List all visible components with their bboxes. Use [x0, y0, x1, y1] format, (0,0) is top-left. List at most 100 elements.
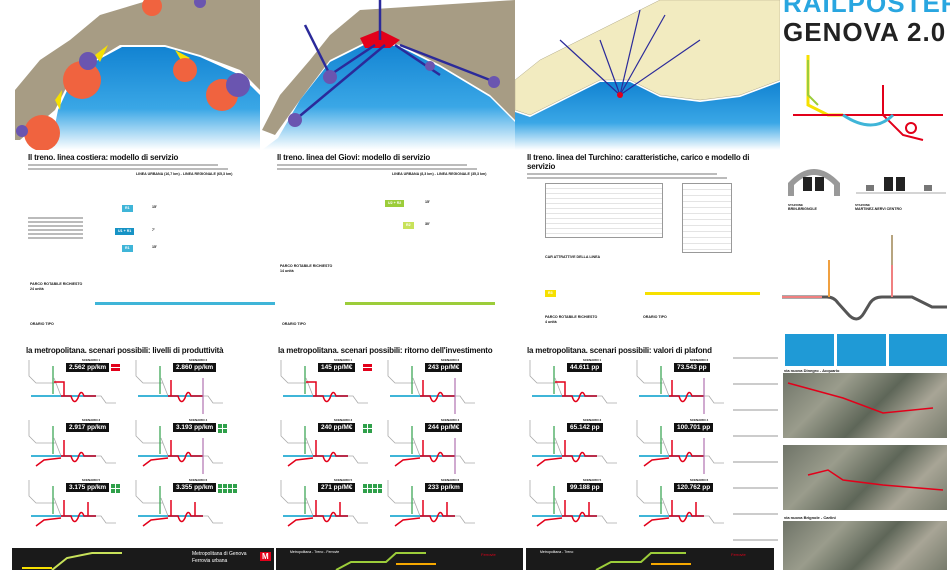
scenario-panel: SCENARIO 3 240 pp/M€ [278, 418, 393, 476]
turchino-line [645, 292, 760, 295]
scenario-label: SCENARIO 1 [582, 358, 602, 362]
scenario-label: SCENARIO 5 [81, 478, 101, 482]
scenario-panel: SCENARIO 6 3.355 pp/km [133, 478, 248, 536]
scenario-section-title: la metropolitana. scenari possibili: val… [527, 346, 712, 355]
scenario-panel: SCENARIO 1 44.611 pp [527, 358, 642, 416]
scenario-panel: SCENARIO 6 120.762 pp [634, 478, 749, 536]
network-diagram [793, 55, 943, 141]
timetable-label: ORARIO TIPO [643, 315, 667, 319]
section-title: Il treno. linea del Giovi: modello di se… [277, 153, 431, 162]
scenario-network-map [280, 480, 368, 527]
badge-square [363, 424, 367, 428]
badge-square [116, 489, 120, 493]
scenario-network-map [636, 480, 724, 527]
scenario-label: SCENARIO 6 [689, 478, 709, 482]
scenario-value: 99.188 pp [567, 483, 603, 492]
scenario-label: SCENARIO 1 [333, 358, 353, 362]
ferrovie-logo: Ferrovie [481, 552, 496, 557]
scenario-label: SCENARIO 5 [582, 478, 602, 482]
traffic-light-icon [785, 334, 834, 366]
scenario-value: 44.611 pp [567, 363, 603, 372]
scenario-value: 240 pp/M€ [318, 423, 356, 432]
section-title: Il treno. linea del Turchino: caratteris… [527, 153, 750, 171]
badge-square [223, 489, 227, 493]
scenario-label: SCENARIO 6 [440, 478, 460, 482]
fleet-label: PARCO ROTABILE RICHIESTO [545, 315, 598, 319]
scenario-label: SCENARIO 4 [440, 418, 460, 422]
service-giovi: Il treno. linea del Giovi: modello di se… [277, 153, 517, 177]
aerial-photo [783, 521, 947, 570]
scenario-label: SCENARIO 3 [333, 418, 353, 422]
scenario-network-map [529, 420, 617, 467]
scenario-value: 73.543 pp [674, 363, 710, 372]
scenario-value: 3.175 pp/km [66, 483, 110, 492]
province-map [514, 0, 780, 150]
badge-square [223, 424, 227, 428]
badge-square [368, 484, 372, 488]
giovi-line [345, 302, 495, 305]
timetable-label: ORARIO TIPO [30, 322, 54, 326]
negative-badge [363, 364, 372, 371]
scenario-network-map [529, 480, 617, 527]
timetable-label: ORARIO TIPO [282, 322, 306, 326]
scenario-label: SCENARIO 2 [188, 358, 208, 362]
service-turchino: Il treno. linea del Turchino: caratteris… [527, 153, 777, 181]
positive-badge [363, 424, 372, 433]
scenario-section-title: la metropolitana. scenari possibili: rit… [278, 346, 493, 355]
scenario-network-map [280, 360, 368, 404]
station-name: MARTINEZ-NERVI CENTRO [855, 207, 902, 211]
scenario-value: 3.355 pp/km [173, 483, 217, 492]
scenario-panel: SCENARIO 4 244 pp/M€ [385, 418, 500, 476]
aerial-photo [783, 445, 947, 510]
scenario-panel: SCENARIO 1 145 pp/M€ [278, 358, 393, 416]
badge-square [228, 484, 232, 488]
poster-title: GENOVA 2.0 [783, 17, 947, 47]
badge-r1: R1 [122, 205, 133, 212]
scenario-value: 2.860 pp/km [173, 363, 217, 372]
scenario-value: 3.193 pp/km [173, 423, 217, 432]
scenario-panel: SCENARIO 4 3.193 pp/km [133, 418, 248, 476]
scenario-label: SCENARIO 4 [188, 418, 208, 422]
badge-u1r1: U1 + R1 [115, 228, 135, 235]
badge-u2r2: U2 + R2 [385, 200, 405, 207]
badge-square [218, 429, 222, 433]
traffic-scenarios [785, 334, 947, 366]
badge-square [233, 489, 237, 493]
scenario-network-map [636, 420, 724, 474]
scenario-label: SCENARIO 1 [81, 358, 101, 362]
scenario-label: SCENARIO 5 [333, 478, 353, 482]
fleet-label: PARCO ROTABILE RICHIESTO [30, 282, 83, 286]
positive-badge [111, 484, 120, 493]
scenario-panel: SCENARIO 3 2.917 pp/km [26, 418, 141, 476]
badge-square [218, 489, 222, 493]
banner-title: Metropolitana - Treno - Ferrovie [290, 550, 340, 554]
top-maps [15, 0, 780, 150]
ferrovie-logo: Ferrovie [731, 552, 746, 557]
scenario-network-map [387, 360, 475, 414]
station-label: STAZIONE [855, 203, 870, 207]
scenario-network-map [28, 420, 116, 467]
scenario-network-map [280, 420, 368, 467]
section-title: Il treno. linea costiera: modello di ser… [28, 153, 179, 162]
flows-map [262, 0, 515, 150]
line-label: LINEA URBANA (16,7 km) - LINEA REGIONALE… [136, 172, 233, 176]
scenario-section-title: la metropolitana. scenari possibili: liv… [26, 346, 224, 355]
interval: 15' [152, 205, 157, 209]
population-map [15, 0, 260, 150]
scenario-value: 244 pp/M€ [425, 423, 463, 432]
metro-logo: M [260, 552, 271, 561]
banner-metro-treno-ferrovie: Metropolitana - Treno - Ferrovie Ferrovi… [276, 548, 523, 570]
scenario-value: 271 pp/M€ [318, 483, 356, 492]
fleet-value: 4 unità [545, 320, 557, 324]
badge-r2: R2 [403, 222, 414, 229]
scenario-value: 65.142 pp [567, 423, 603, 432]
scenario-value: 2.917 pp/km [66, 423, 110, 432]
tunnel-section-icons [788, 169, 946, 196]
badge-square [111, 484, 115, 488]
badge-square [233, 484, 237, 488]
scenario-value: 243 pp/M€ [425, 363, 463, 372]
fleet-value: 14 unità [280, 269, 294, 273]
